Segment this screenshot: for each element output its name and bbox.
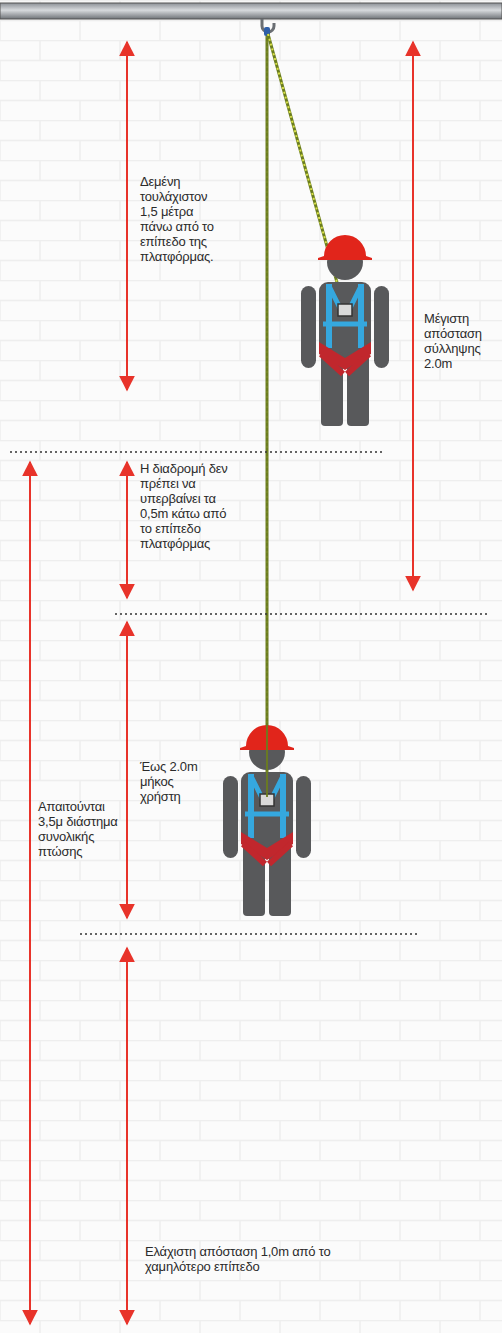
- dimension-label: Η διαδρομή δεν πρέπει να υπερβαίνει τα 0…: [140, 462, 236, 552]
- dimension-label: Απαιτούνται 3,5μ διάστημα συνολικής πτώσ…: [38, 800, 122, 860]
- worker-before-fall: [301, 235, 389, 426]
- dimension-label: Ελάχιστη απόσταση 1,0m από το χαμηλότερο…: [145, 1245, 335, 1275]
- dimension-label: Δεμένη τουλάχιστον 1,5 μέτρα πάνω από το…: [140, 175, 222, 265]
- dimension-label: Μέγιστη απόσταση σύλληψης 2.0m: [424, 312, 498, 372]
- dimension-arrows: [30, 42, 413, 1324]
- steel-beam: [0, 3, 502, 19]
- level-lines: [10, 452, 490, 934]
- anchor-hook: [262, 19, 274, 36]
- dimension-label: Έως 2.0m μήκος χρήστη: [140, 760, 206, 805]
- rope-front: [266, 36, 268, 797]
